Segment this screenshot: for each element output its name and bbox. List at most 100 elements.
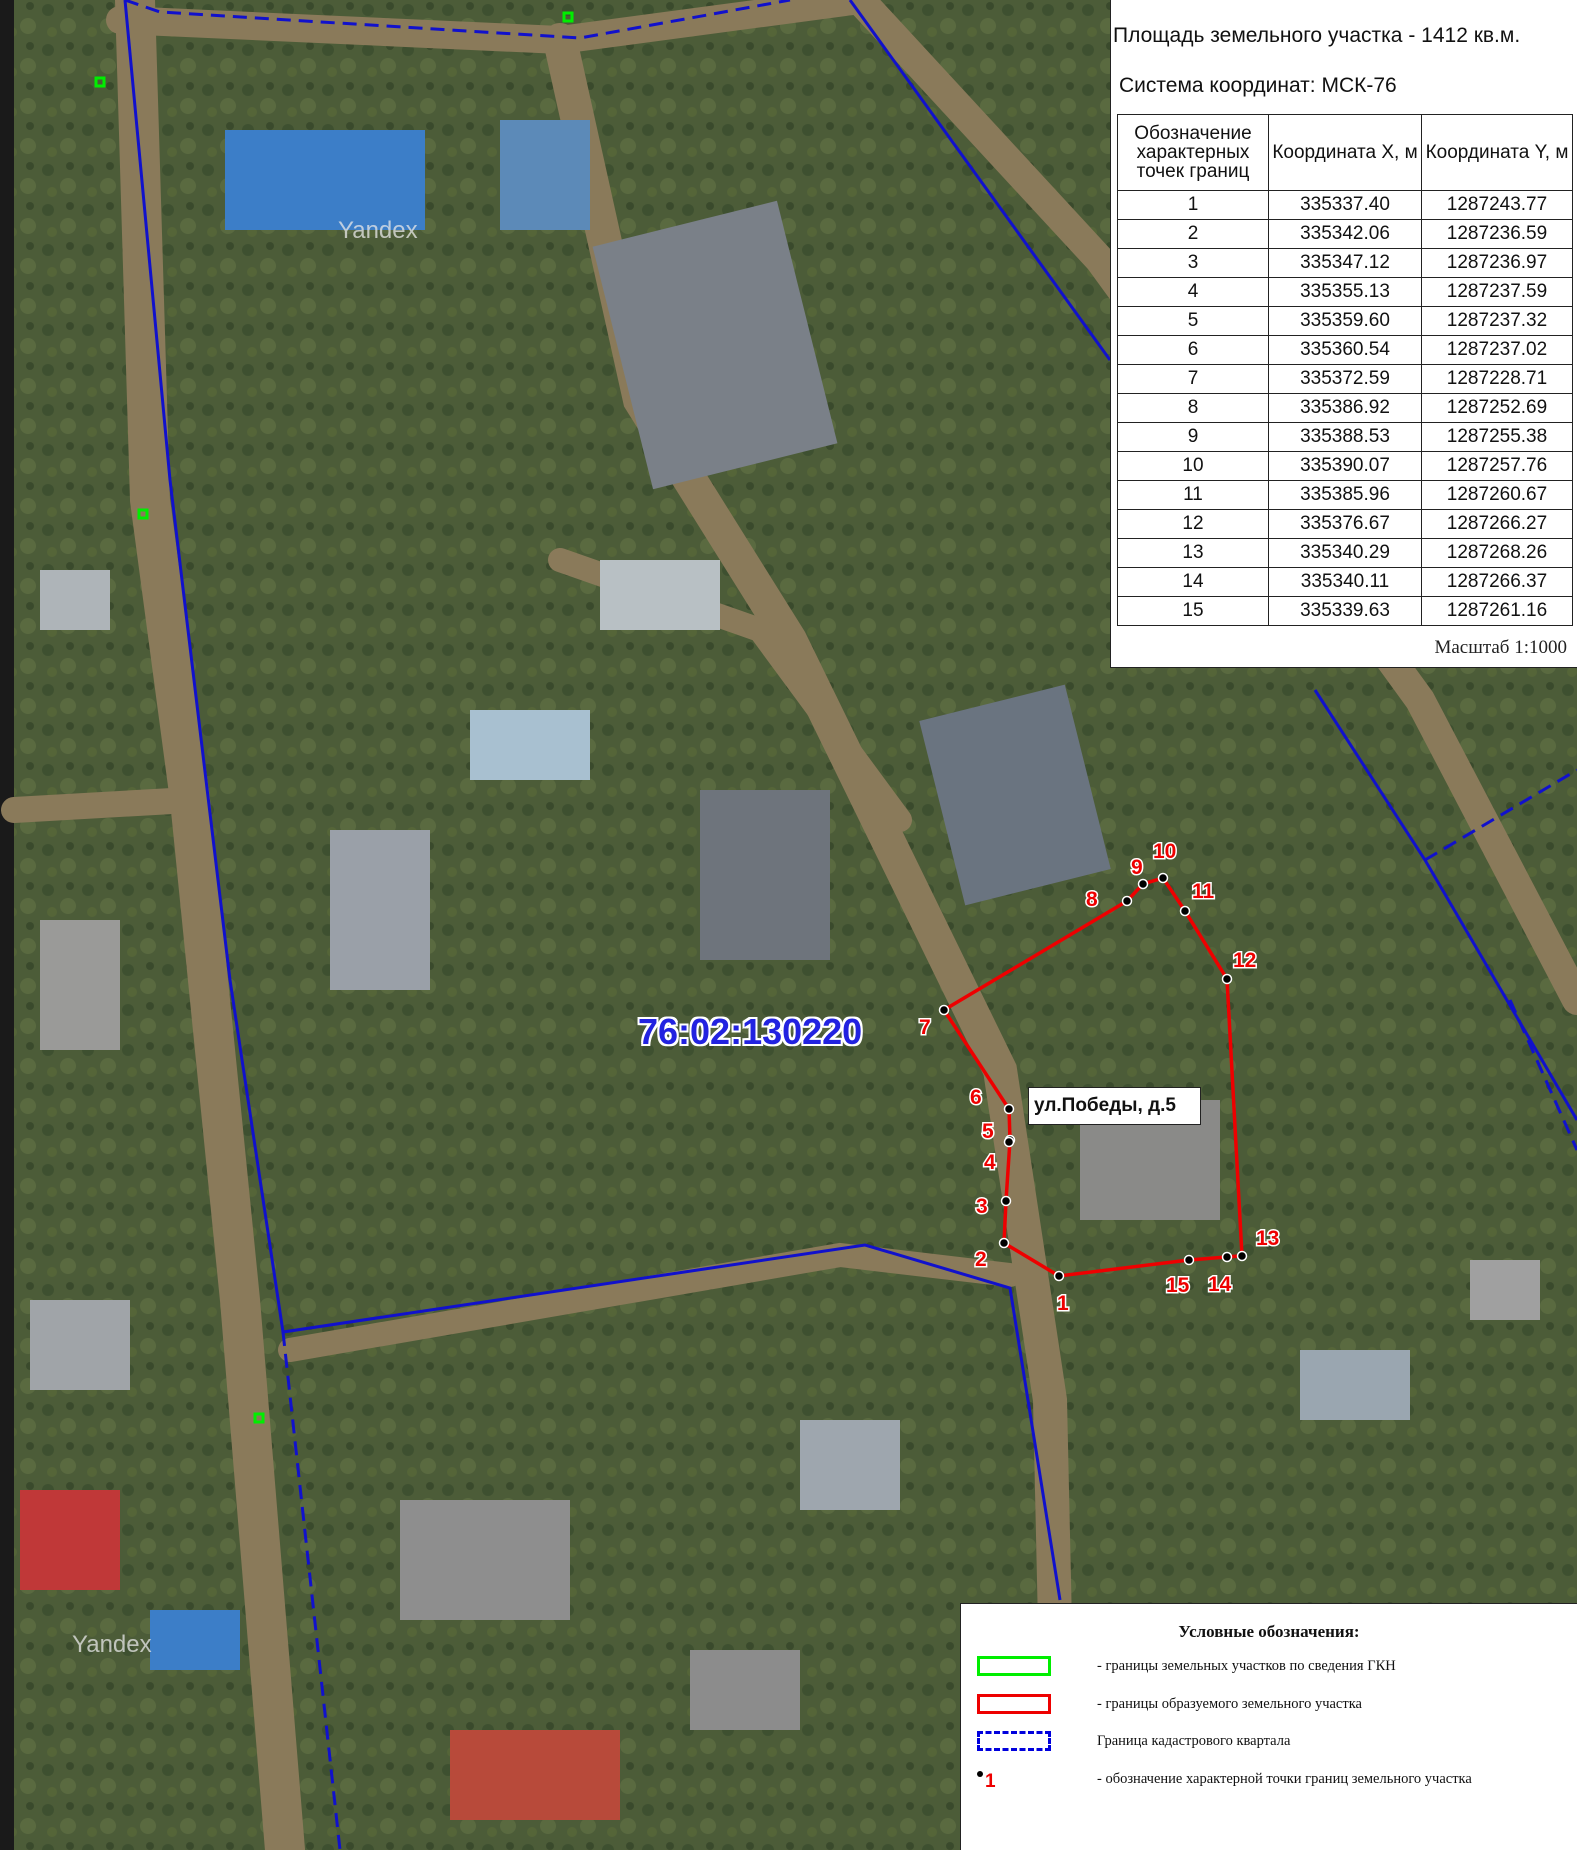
point-10 [1157, 872, 1169, 884]
y-cell: 1287252.69 [1421, 393, 1573, 423]
point-labels: 1 2 3 4 5 6 7 8 9 10 11 12 13 14 15 [918, 839, 1281, 1317]
point-15 [1183, 1254, 1195, 1266]
crs-text: Система координат: МСК-76 [1119, 74, 1397, 97]
coordinates-table: Обозначение характерных точек границ Коо… [1117, 114, 1573, 626]
buildings [20, 120, 1540, 1820]
header-x: Координата X, м [1268, 114, 1422, 191]
point-cell: 14 [1117, 567, 1269, 597]
point-label-7: 7 [919, 1016, 931, 1039]
point-label-5: 5 [982, 1120, 994, 1143]
point-6 [1003, 1103, 1015, 1115]
legend-text: Граница кадастрового квартала [1097, 1733, 1291, 1749]
point-label-9: 9 [1131, 856, 1143, 879]
y-cell: 1287228.71 [1421, 364, 1573, 394]
point-1 [1053, 1270, 1065, 1282]
quarter-boundary [123, 0, 1577, 1850]
x-cell: 335347.12 [1268, 248, 1422, 278]
x-cell: 335388.53 [1268, 422, 1422, 452]
point-label-6: 6 [970, 1086, 982, 1109]
point-cell: 10 [1117, 451, 1269, 481]
y-cell: 1287236.59 [1421, 219, 1573, 249]
red-border-swatch [977, 1694, 1051, 1714]
gkn-markers [94, 11, 574, 1424]
x-cell: 335339.63 [1268, 596, 1422, 626]
point-label-8: 8 [1086, 888, 1098, 911]
point-cell: 4 [1117, 277, 1269, 307]
table-header-row: Обозначение характерных точек границ Коо… [1117, 114, 1573, 191]
y-cell: 1287266.37 [1421, 567, 1573, 597]
yandex-watermarks: Yandex Yandex [72, 217, 418, 1658]
point-marker-label: 1 [985, 1771, 996, 1792]
x-cell: 335372.59 [1268, 364, 1422, 394]
x-cell: 335340.29 [1268, 538, 1422, 568]
x-cell: 335342.06 [1268, 219, 1422, 249]
point-7 [938, 1004, 950, 1016]
point-2 [998, 1237, 1010, 1249]
header-point: Обозначение характерных точек границ [1117, 114, 1269, 191]
scale-text: Масштаб 1:1000 [1434, 637, 1567, 658]
x-cell: 335385.96 [1268, 480, 1422, 510]
point-cell: 5 [1117, 306, 1269, 336]
legend-text: - обозначение характерной точки границ з… [1097, 1771, 1472, 1787]
y-cell: 1287243.77 [1421, 190, 1573, 220]
point-9 [1137, 878, 1149, 890]
legend-item-point: 1 - обозначение характерной точки границ… [977, 1769, 1577, 1795]
yandex-watermark: Yandex [72, 1631, 152, 1658]
point-label-2: 2 [975, 1248, 987, 1271]
x-cell: 335386.92 [1268, 393, 1422, 423]
point-label-3: 3 [976, 1195, 988, 1218]
point-12 [1221, 973, 1233, 985]
point-13 [1236, 1250, 1248, 1262]
point-11 [1179, 905, 1191, 917]
y-cell: 1287237.59 [1421, 277, 1573, 307]
yandex-watermark: Yandex [338, 217, 418, 244]
point-label-15: 15 [1166, 1274, 1190, 1297]
quarter-number-label: 76:02:130220 [638, 1011, 863, 1052]
point-cell: 3 [1117, 248, 1269, 278]
y-cell: 1287266.27 [1421, 509, 1573, 539]
x-cell: 335359.60 [1268, 306, 1422, 336]
point-cell: 15 [1117, 596, 1269, 626]
point-8 [1121, 895, 1133, 907]
x-cell: 335376.67 [1268, 509, 1422, 539]
point-cell: 12 [1117, 509, 1269, 539]
point-3 [1000, 1195, 1012, 1207]
point-cell: 8 [1117, 393, 1269, 423]
y-cell: 1287255.38 [1421, 422, 1573, 452]
y-cell: 1287236.97 [1421, 248, 1573, 278]
y-cell: 1287257.76 [1421, 451, 1573, 481]
point-label-10: 10 [1153, 840, 1176, 863]
point-label-13: 13 [1256, 1227, 1279, 1250]
map-edge [0, 0, 14, 1850]
point-label-12: 12 [1233, 949, 1256, 972]
point-cell: 6 [1117, 335, 1269, 365]
y-cell: 1287261.16 [1421, 596, 1573, 626]
x-cell: 335340.11 [1268, 567, 1422, 597]
point-14 [1221, 1251, 1233, 1263]
point-cell: 1 [1117, 190, 1269, 220]
legend: Условные обозначения: - границы земельны… [960, 1603, 1577, 1850]
legend-text: - границы земельных участков по сведения… [1097, 1658, 1396, 1674]
point-5 [1003, 1136, 1015, 1148]
legend-text: - границы образуемого земельного участка [1097, 1696, 1362, 1712]
x-cell: 335355.13 [1268, 277, 1422, 307]
green-border-swatch [977, 1656, 1051, 1676]
legend-title: Условные обозначения: [1178, 1622, 1360, 1641]
x-cell: 335390.07 [1268, 451, 1422, 481]
y-cell: 1287260.67 [1421, 480, 1573, 510]
point-cell: 7 [1117, 364, 1269, 394]
info-panel: Площадь земельного участка - 1412 кв.м. … [1110, 0, 1577, 668]
